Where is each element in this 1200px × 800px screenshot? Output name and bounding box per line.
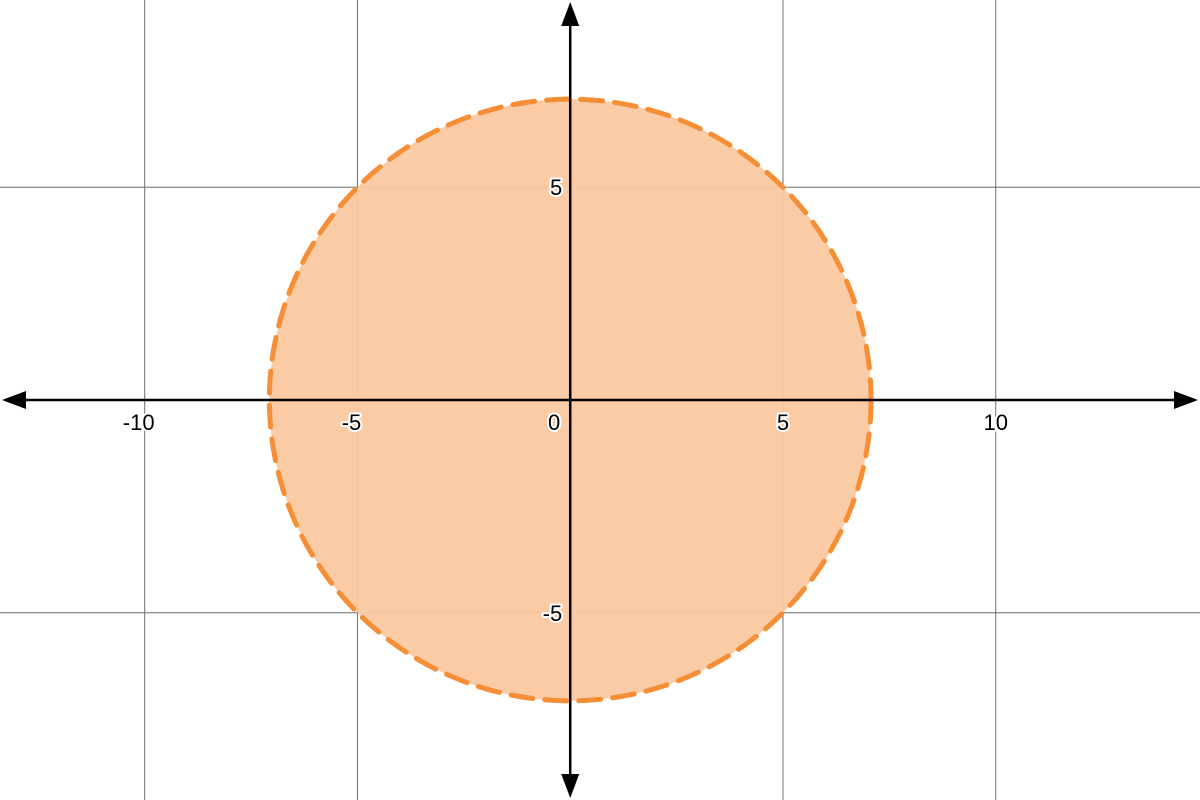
x-tick-label: -10 — [123, 410, 155, 435]
y-axis-up-arrow-icon — [561, 2, 580, 26]
y-axis-down-arrow-icon — [561, 774, 580, 798]
y-tick-label: 5 — [550, 175, 562, 200]
x-tick-label: 5 — [777, 410, 789, 435]
tick-labels: -10 -5 0 5 10 5 -5 — [121, 173, 1010, 628]
x-tick-label: -5 — [342, 410, 362, 435]
x-axis-right-arrow-icon — [1174, 391, 1198, 409]
x-tick-label: 10 — [984, 410, 1008, 435]
y-tick-label: -5 — [543, 601, 563, 626]
x-axis-left-arrow-icon — [2, 391, 26, 409]
x-tick-label: 0 — [548, 410, 560, 435]
